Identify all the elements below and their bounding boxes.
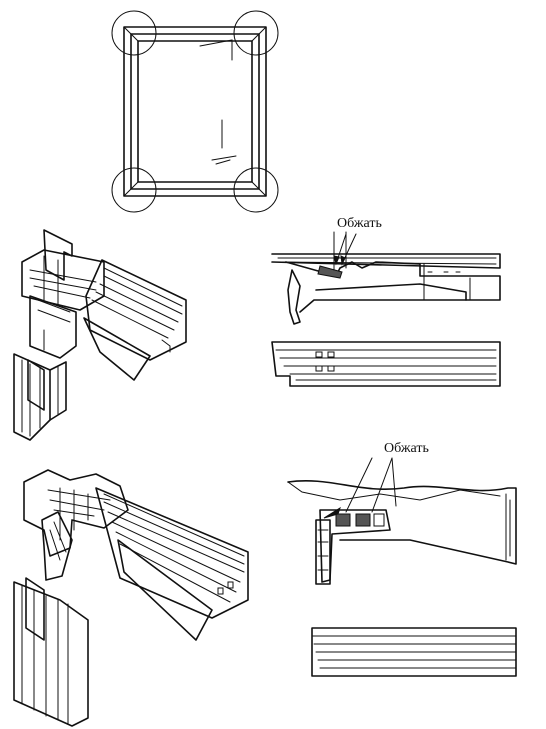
- crimp-label-top: Обжать: [337, 216, 382, 231]
- label-leader-top: [333, 233, 357, 266]
- corner-joint-upper-isometric: [13, 229, 187, 441]
- corner-joint-lower-isometric: [13, 469, 249, 727]
- profile-section-upper: [271, 231, 501, 387]
- corner-detail-circles: [111, 10, 279, 213]
- window-frame: [123, 26, 267, 197]
- crimp-label-bottom: Обжать: [384, 441, 429, 456]
- profile-section-lower: [287, 457, 517, 677]
